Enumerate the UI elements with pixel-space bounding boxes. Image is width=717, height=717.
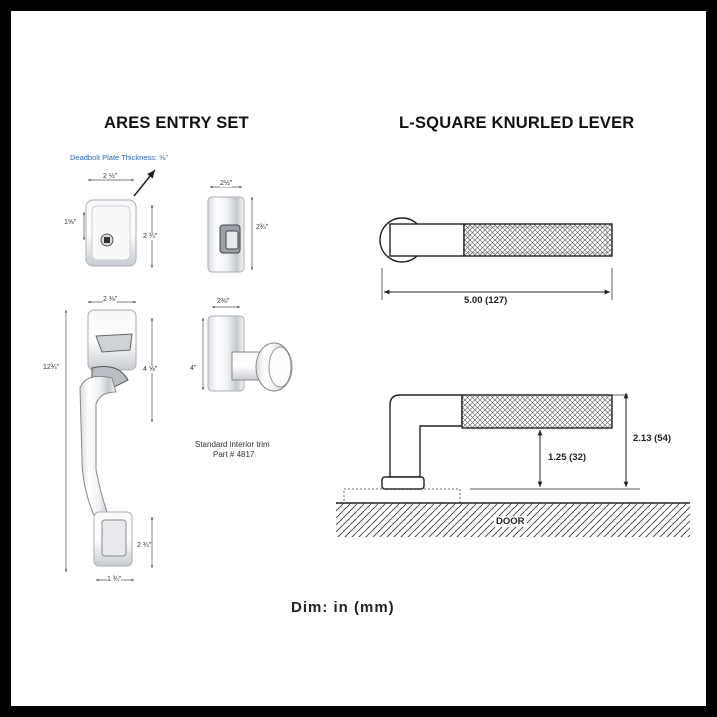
handle-width-label: 2 ⅜" — [103, 296, 118, 303]
deadbolt-width-label: 2 ½" — [103, 173, 118, 180]
part-number-note: Part # 4817 — [213, 450, 255, 459]
lever-top-view — [379, 217, 613, 263]
deadbolt-thickness-note: Deadbolt Plate Thickness: ⅝" — [70, 153, 168, 162]
lever-side-view — [381, 394, 613, 490]
interior-height-label: 2¾" — [256, 224, 269, 231]
knob-height-label: 4" — [190, 365, 197, 372]
handle-lower-label: 2 ¾" — [137, 542, 152, 549]
deadbolt-pointer-arrow — [133, 169, 156, 197]
right-section-title: L-SQUARE KNURLED LEVER — [399, 114, 635, 132]
interior-knob — [207, 315, 293, 392]
interior-width-label: 2½" — [220, 180, 233, 187]
deadbolt-height-label: 2 ¾" — [143, 233, 158, 240]
deadbolt-cyl-label: 1⅝" — [64, 219, 77, 226]
lever-projection-label: 2.13 (54) — [633, 433, 672, 444]
dimension-units-footer: Dim: in (mm) — [291, 599, 395, 616]
handle-bottom-width-label: 1 ¾" — [107, 576, 122, 583]
handle-overall-label: 12¾" — [43, 364, 60, 371]
grip-handleset — [79, 309, 137, 567]
standard-trim-note: Standard interior trim — [195, 440, 270, 449]
lever-clearance-label: 1.25 (32) — [548, 452, 587, 463]
knob-width-label: 2⅜" — [217, 298, 230, 305]
lever-length-label: 5.00 (127) — [464, 295, 508, 306]
deadbolt-plate — [85, 199, 137, 267]
handle-upper-label: 4 ⅝" — [143, 366, 158, 373]
door-section — [336, 488, 690, 537]
interior-thumbturn-plate — [207, 196, 245, 273]
door-label: DOOR — [494, 516, 527, 527]
left-section-title: ARES ENTRY SET — [104, 114, 249, 132]
